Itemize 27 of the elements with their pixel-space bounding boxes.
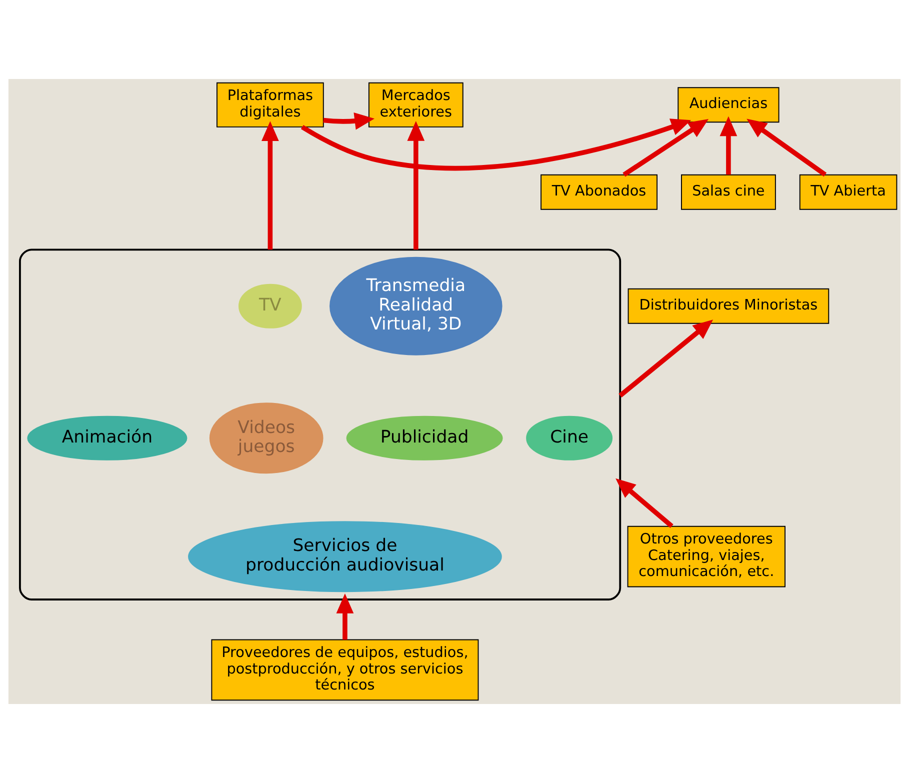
arrow [720, 116, 738, 175]
arrow [300, 118, 692, 171]
node-box: Salas cine [681, 174, 776, 210]
node-box: Mercados exteriores [368, 82, 464, 128]
node-box: Otros proveedores Catering, viajes, comunicación, etc. [627, 526, 786, 588]
arrow [618, 320, 714, 398]
node-box: Proveedores de equipos, estudios, postproducción, y otros servicios técnicos [211, 639, 479, 701]
node-box: TV Abonados [540, 174, 658, 210]
node-box: Audiencias [678, 87, 780, 123]
node-ellipse: Transmedia Realidad Virtual, 3D [330, 256, 502, 356]
arrow [622, 118, 709, 177]
node-ellipse: Animación [27, 416, 188, 460]
arrow [323, 112, 375, 130]
arrow [261, 121, 279, 250]
node-box: Plataformas digitales [216, 82, 324, 128]
node-box: Distribuidores Minoristas [628, 288, 830, 324]
arrow [407, 121, 425, 250]
node-ellipse: Publicidad [346, 416, 503, 460]
node-ellipse: Servicios de producción audiovisual [188, 521, 502, 592]
cluster [19, 248, 622, 600]
node-ellipse: Videos juegos [209, 402, 324, 474]
node-ellipse: TV [238, 284, 302, 328]
node-box: TV Abierta [799, 174, 898, 210]
arrow [746, 118, 827, 177]
node-ellipse: Cine [526, 416, 613, 460]
arrow [336, 594, 354, 640]
arrow [616, 478, 674, 528]
